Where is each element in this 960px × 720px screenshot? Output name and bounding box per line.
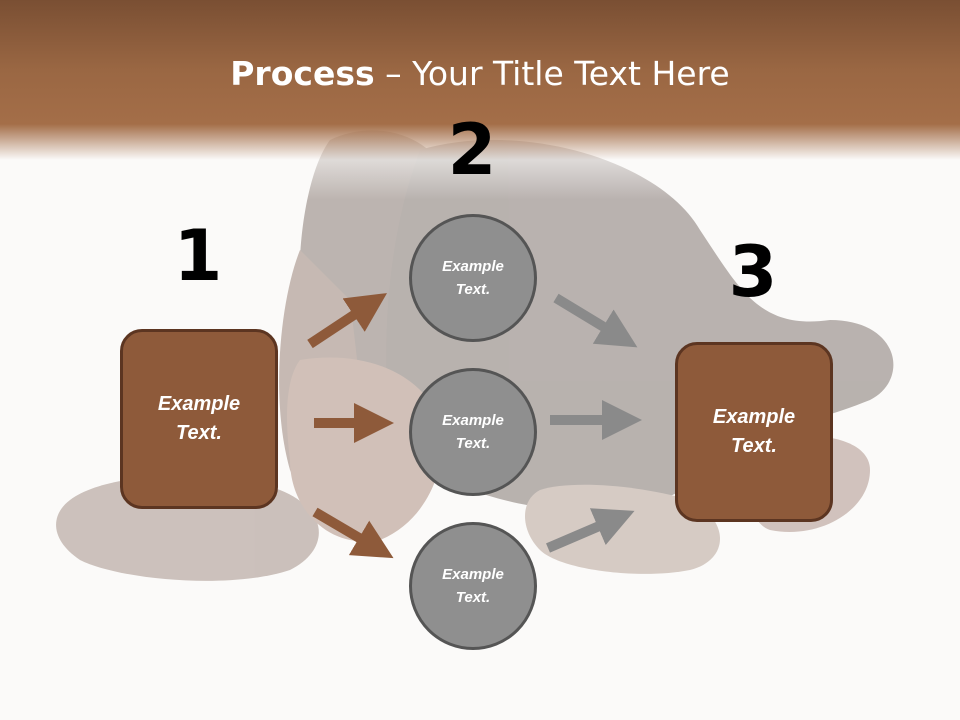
title-rest: – Your Title Text Here [374, 54, 730, 93]
circle-3-text: Example Text. [442, 566, 504, 606]
step-number-1: 1 [173, 215, 223, 297]
header-band [0, 0, 960, 200]
step-number-2: 2 [447, 109, 497, 191]
title-bold: Process [230, 54, 375, 93]
arrow-down-gray [553, 293, 638, 348]
circle-1-text: Example Text. [442, 258, 504, 298]
step-number-3: 3 [728, 231, 778, 313]
slide-title: Process – Your Title Text Here [0, 52, 960, 96]
circle-2: Example Text. [409, 368, 537, 496]
circle-2-text: Example Text. [442, 412, 504, 452]
circle-1: Example Text. [409, 214, 537, 342]
left-box: Example Text. [120, 329, 278, 509]
circle-3: Example Text. [409, 522, 537, 650]
arrow-up-gray [546, 508, 635, 553]
dog-chest [287, 357, 443, 542]
right-box: Example Text. [675, 342, 833, 522]
arrow-down-brown [312, 507, 394, 559]
arrow-up-brown [307, 293, 388, 349]
left-box-text: Example Text. [157, 393, 241, 444]
right-box-text: Example Text. [712, 406, 796, 457]
